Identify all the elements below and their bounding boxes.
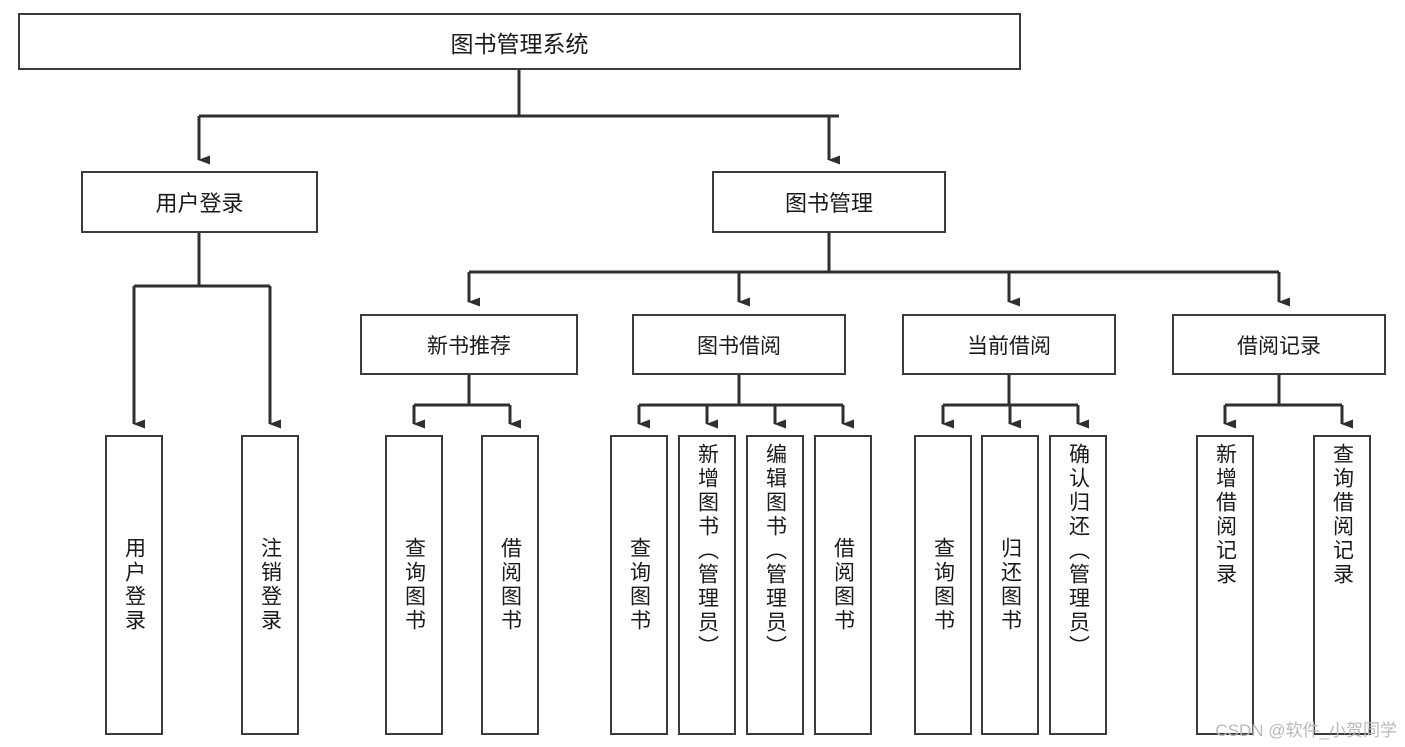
node-label: 借阅图书: [831, 537, 855, 633]
leaf-records-query-record[interactable]: 查询借阅记录: [1313, 435, 1371, 735]
node-label: 注销登录: [258, 537, 282, 633]
node-book-borrow[interactable]: 图书借阅: [632, 314, 846, 375]
node-label: 编辑图书（管理员）: [763, 443, 787, 659]
node-book-management[interactable]: 图书管理: [712, 171, 946, 233]
leaf-borrow-query-book[interactable]: 查询图书: [610, 435, 668, 735]
leaf-current-return-book[interactable]: 归还图书: [981, 435, 1039, 735]
node-label: 借阅记录: [1237, 334, 1321, 358]
node-label: 查询借阅记录: [1330, 443, 1354, 587]
leaf-borrow-edit-book[interactable]: 编辑图书（管理员）: [746, 435, 804, 735]
leaf-user-login-login[interactable]: 用户登录: [105, 435, 163, 735]
leaf-current-confirm-return[interactable]: 确认归还（管理员）: [1049, 435, 1107, 735]
node-label: 图书借阅: [697, 334, 781, 358]
node-root-system[interactable]: 图书管理系统: [18, 13, 1021, 70]
leaf-current-query-book[interactable]: 查询图书: [914, 435, 972, 735]
node-borrow-records[interactable]: 借阅记录: [1172, 314, 1386, 375]
node-label: 用户登录: [122, 537, 146, 633]
leaf-records-add-record[interactable]: 新增借阅记录: [1196, 435, 1254, 735]
node-user-login[interactable]: 用户登录: [81, 171, 318, 233]
node-current-borrow[interactable]: 当前借阅: [902, 314, 1116, 375]
node-label: 新书推荐: [427, 334, 511, 358]
leaf-user-login-logout[interactable]: 注销登录: [241, 435, 299, 735]
node-label: 新增借阅记录: [1213, 443, 1237, 587]
node-label: 用户登录: [155, 191, 244, 216]
node-label: 图书管理: [784, 191, 873, 216]
leaf-new-book-borrow[interactable]: 借阅图书: [481, 435, 539, 735]
leaf-borrow-add-book[interactable]: 新增图书（管理员）: [678, 435, 736, 735]
node-label: 新增图书（管理员）: [695, 443, 719, 659]
node-label: 图书管理系统: [450, 30, 589, 57]
node-label: 归还图书: [998, 537, 1022, 633]
node-label: 确认归还（管理员）: [1066, 443, 1090, 659]
node-label: 当前借阅: [967, 334, 1051, 358]
leaf-borrow-borrow-book[interactable]: 借阅图书: [814, 435, 872, 735]
node-label: 借阅图书: [498, 537, 522, 633]
watermark: CSDN @软件_小贺同学: [1215, 721, 1397, 740]
leaf-new-book-query[interactable]: 查询图书: [385, 435, 443, 735]
node-label: 查询图书: [402, 537, 426, 633]
node-label: 查询图书: [931, 537, 955, 633]
node-label: 查询图书: [627, 537, 651, 633]
node-new-book-recommend[interactable]: 新书推荐: [360, 314, 578, 375]
